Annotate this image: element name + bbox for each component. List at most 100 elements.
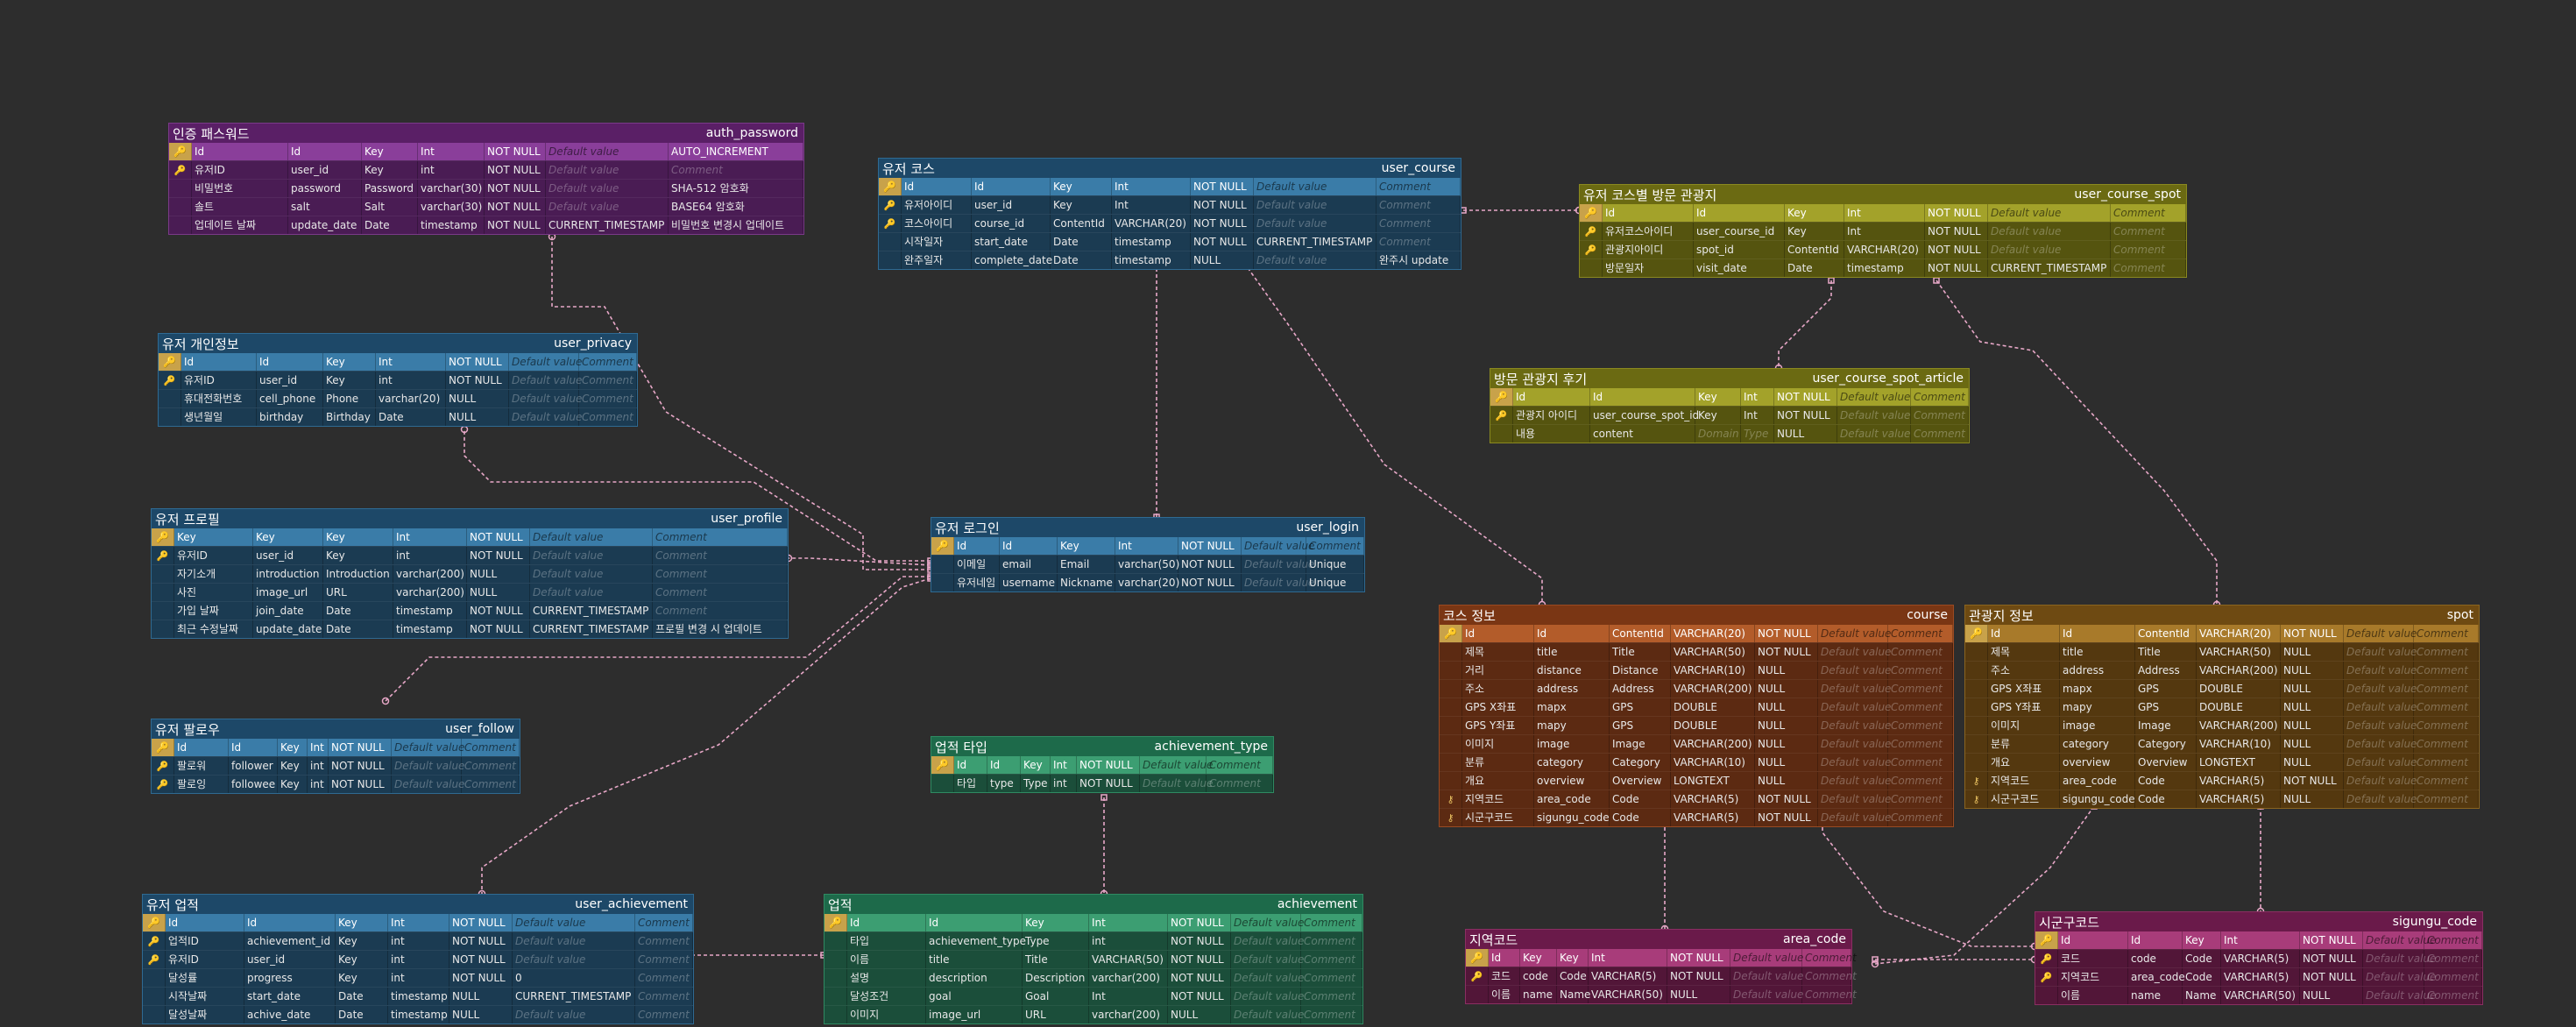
table-cell: GPS X좌표 — [1462, 698, 1534, 716]
key-slot — [879, 251, 902, 269]
table-cell: Comment — [1911, 425, 1969, 443]
key-icon: 🔑 — [143, 914, 166, 931]
table-cell: NOT NULL — [1168, 932, 1231, 950]
table-cell: achive_date — [244, 1006, 336, 1023]
table-cell: 시작날짜 — [166, 988, 244, 1005]
column-header-cell: Id — [1590, 388, 1695, 406]
table-cell: ContentId — [1051, 215, 1112, 232]
